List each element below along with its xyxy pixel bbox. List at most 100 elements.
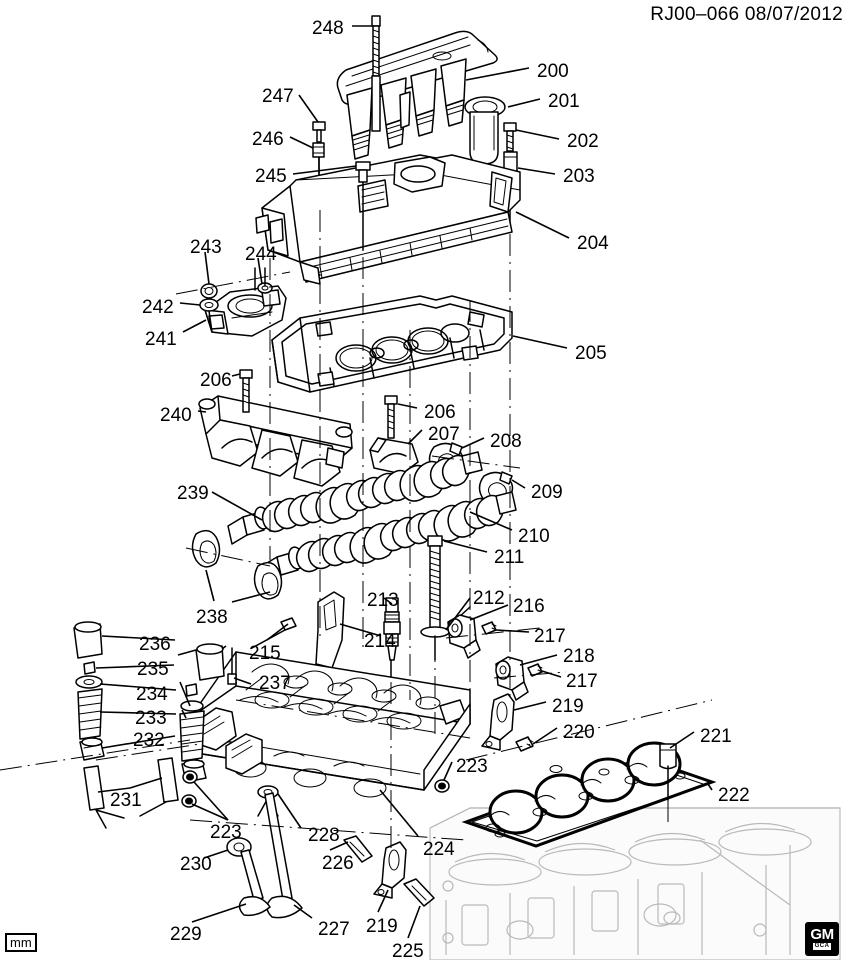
spark-plug-boot-seal-201	[464, 96, 506, 165]
camshaft-exhaust-239	[227, 451, 483, 545]
bolt-226	[343, 835, 373, 863]
callout-229: 229	[170, 924, 202, 945]
callout-232: 232	[133, 730, 165, 751]
valve-keeper-235	[83, 661, 96, 675]
callout-223-b: 223	[210, 822, 242, 843]
callout-227: 227	[318, 919, 350, 940]
cylinder-head-bolt-211	[420, 535, 450, 661]
drawing-header: RJ00–066 08/07/2012	[650, 4, 843, 25]
engine-lift-bracket-219a	[481, 693, 515, 751]
callout-241: 241	[145, 329, 177, 350]
sensor-bolt-217a	[481, 621, 497, 635]
valve-guide-231a	[83, 765, 125, 829]
gca-logo-text: GCA	[812, 943, 832, 950]
callout-213: 213	[367, 590, 399, 611]
callout-200: 200	[537, 61, 569, 82]
callout-212: 212	[473, 588, 505, 609]
bearing-cap-bolt-206a	[239, 369, 253, 413]
callout-203: 203	[563, 166, 595, 187]
callout-244: 244	[245, 244, 277, 265]
camshaft-bearing-cap-207	[369, 437, 419, 475]
camshaft-intake-210	[261, 491, 517, 585]
camshaft-cover-gasket-205	[271, 295, 513, 393]
callout-245: 245	[255, 166, 287, 187]
callout-236: 236	[139, 634, 171, 655]
callout-233: 233	[135, 708, 167, 729]
callout-240: 240	[160, 405, 192, 426]
callout-237: 237	[259, 673, 291, 694]
seal-washer-242	[199, 298, 219, 333]
callout-228: 228	[308, 825, 340, 846]
dowel-pin-221	[659, 743, 677, 801]
callout-218: 218	[563, 646, 595, 667]
callout-246: 246	[252, 129, 284, 150]
callout-205: 205	[575, 343, 607, 364]
cylinder-head-gasket-222	[461, 741, 717, 848]
valve-lifter-236	[73, 621, 103, 659]
callout-247: 247	[262, 86, 294, 107]
bolt-225	[403, 878, 435, 907]
callout-238: 238	[196, 607, 228, 628]
callout-243: 243	[190, 237, 222, 258]
exhaust-valve-229	[238, 849, 271, 917]
callout-222: 222	[718, 785, 750, 806]
gm-logo: GM GCA	[805, 922, 839, 956]
bracket-bolt-220	[515, 736, 534, 752]
camshaft-seal-238b	[253, 561, 283, 600]
callout-214: 214	[364, 631, 396, 652]
sensor-bolt-217b	[527, 663, 543, 677]
callout-202: 202	[567, 131, 599, 152]
camshaft-cover-204	[255, 154, 521, 285]
callout-216: 216	[513, 596, 545, 617]
camshaft-seal-238a	[191, 529, 221, 568]
valve-guide-231b	[139, 757, 179, 817]
intake-valve-227	[264, 792, 303, 919]
dowel-pin-223a	[182, 770, 198, 784]
engine-lift-bracket-219b	[373, 841, 407, 899]
callout-239: 239	[177, 483, 209, 504]
callout-219: 219	[552, 696, 584, 717]
callout-209: 209	[531, 482, 563, 503]
callout-234: 234	[136, 684, 168, 705]
leader-lines	[95, 25, 713, 939]
callout-217-b: 217	[566, 671, 598, 692]
valve-stem-seal-232	[79, 737, 105, 761]
cylinder-head-dowel-237	[227, 647, 237, 685]
callout-204: 204	[577, 233, 609, 254]
gm-logo-text: GM	[810, 926, 834, 943]
bearing-cap-bolt-206b	[384, 395, 398, 439]
callout-219-b: 219	[366, 916, 398, 937]
callout-206: 206	[200, 370, 232, 391]
callout-242: 242	[142, 297, 174, 318]
units-badge: mm	[5, 933, 37, 952]
callout-210: 210	[518, 526, 550, 547]
callout-201: 201	[548, 91, 580, 112]
callout-231: 231	[110, 790, 142, 811]
valve-spring-233b	[179, 683, 205, 762]
valve-spring-233	[77, 688, 103, 740]
cylinder-head-224	[189, 651, 471, 798]
camshaft-bearing-cap-240	[198, 395, 353, 487]
callout-225: 225	[392, 941, 424, 962]
valve-spring-retainer-234	[75, 675, 103, 689]
callout-206-b: 206	[424, 402, 456, 423]
callout-221: 221	[700, 726, 732, 747]
alignment-lines	[0, 185, 713, 852]
callout-230: 230	[180, 854, 212, 875]
callout-215: 215	[249, 643, 281, 664]
callout-211: 211	[494, 547, 525, 568]
bolt-202	[503, 122, 517, 152]
callout-207: 207	[428, 424, 460, 445]
seal-washer-244	[254, 267, 273, 294]
callout-235: 235	[137, 659, 169, 680]
callout-223: 223	[456, 756, 488, 777]
callout-248: 248	[312, 18, 344, 39]
callout-208: 208	[490, 431, 522, 452]
valve-lifter-236b	[195, 643, 225, 681]
callout-224: 224	[423, 839, 455, 860]
callout-220: 220	[563, 722, 595, 743]
coil-mounting-bolt-248	[371, 15, 381, 132]
callout-217: 217	[534, 626, 566, 647]
